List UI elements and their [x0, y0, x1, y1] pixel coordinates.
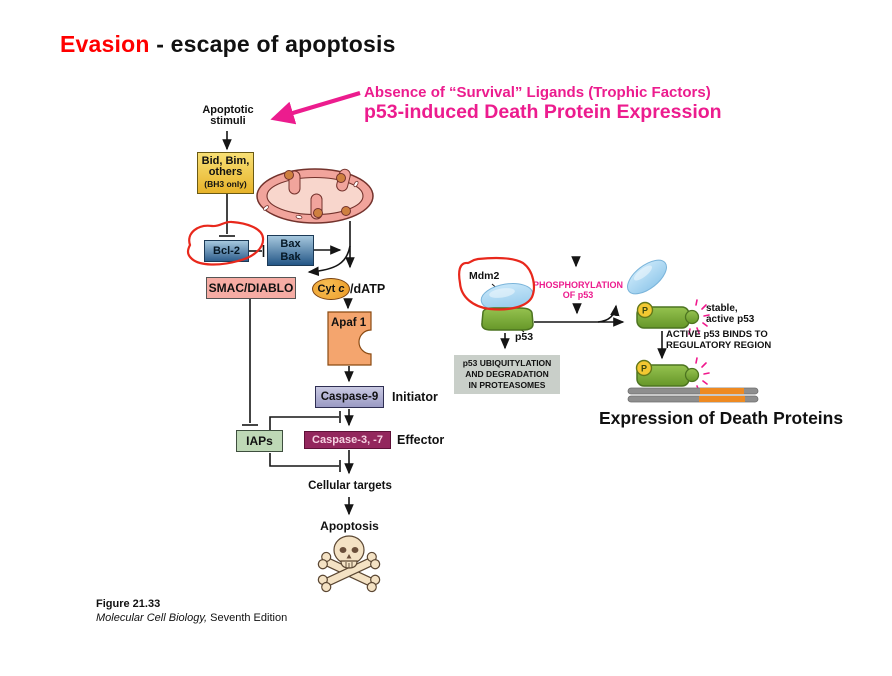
annotation-line1: Absence of “Survival” Ligands (Trophic F…	[364, 84, 711, 101]
phosphate-badge	[636, 301, 654, 319]
activity-sparkle-icon	[688, 299, 710, 335]
caspase3-7-box: Caspase-3, -7	[304, 431, 391, 449]
initiator-label: Initiator	[392, 390, 438, 404]
cytochrome-c-oval: Cyt c	[312, 278, 350, 300]
iaps-box: IAPs	[236, 430, 283, 452]
bax-bak-box: Bax Bak	[267, 235, 314, 266]
expression-of-death-proteins-label: Expression of Death Proteins	[599, 408, 844, 428]
phosphate-letter: P	[642, 306, 648, 316]
p53-label: p53	[515, 331, 534, 343]
phosphate-badge	[635, 359, 653, 377]
active-p53-binds-label: ACTIVE p53 BINDS TO REGULATORY REGION	[666, 329, 772, 351]
annotation-block: Absence of “Survival” Ligands (Trophic F…	[364, 84, 722, 123]
annotation-line2: p53-induced Death Protein Expression	[364, 101, 722, 124]
title-highlight: Evasion	[60, 31, 150, 57]
bcl2-box: Bcl-2	[204, 240, 249, 262]
cellular-targets-label: Cellular targets	[308, 480, 392, 492]
mdm2-label: Mdm2	[469, 270, 500, 282]
apaf1-label: Apaf 1	[331, 317, 367, 329]
datp-label: /dATP	[350, 282, 386, 296]
bid-bim-box: Bid, Bim, others (BH3 only)	[197, 152, 254, 194]
apoptotic-stimuli-label: Apoptotic stimuli	[202, 104, 254, 127]
figure-number: Figure 21.33	[96, 598, 161, 610]
apaf1-shape	[327, 311, 372, 366]
active-p53-shape: P	[636, 299, 710, 335]
slide-title: Evasion - escape of apoptosis	[60, 31, 396, 58]
p53-protein-shape	[481, 307, 534, 331]
figure-caption: Figure 21.33 Molecular Cell Biology, Sev…	[96, 598, 287, 625]
book-edition: Seventh Edition	[207, 611, 288, 624]
mitochondrion-icon	[256, 168, 374, 224]
caspase9-box: Caspase-9	[315, 386, 384, 408]
ubiquitylation-box: p53 UBIQUITYLATION AND DEGRADATION IN PR…	[454, 355, 560, 394]
title-rest: - escape of apoptosis	[149, 31, 396, 57]
effector-label: Effector	[397, 433, 445, 447]
apoptosis-label: Apoptosis	[320, 519, 379, 533]
pathway-connectors	[219, 131, 355, 516]
stable-active-p53-label: stable, active p53	[706, 303, 755, 325]
book-title: Molecular Cell Biology,	[96, 611, 208, 624]
smac-diablo-box: SMAC/DIABLO	[206, 277, 296, 299]
mdm2-blob-released	[627, 259, 667, 295]
phosphorylation-label: PHOSPHORYLATION OF p53	[532, 280, 623, 300]
phosphate-letter: P	[641, 364, 647, 374]
skull-crossbones-icon	[317, 535, 381, 593]
dna-regulatory-region	[627, 387, 759, 403]
p53-on-dna-shape: P	[635, 357, 710, 392]
